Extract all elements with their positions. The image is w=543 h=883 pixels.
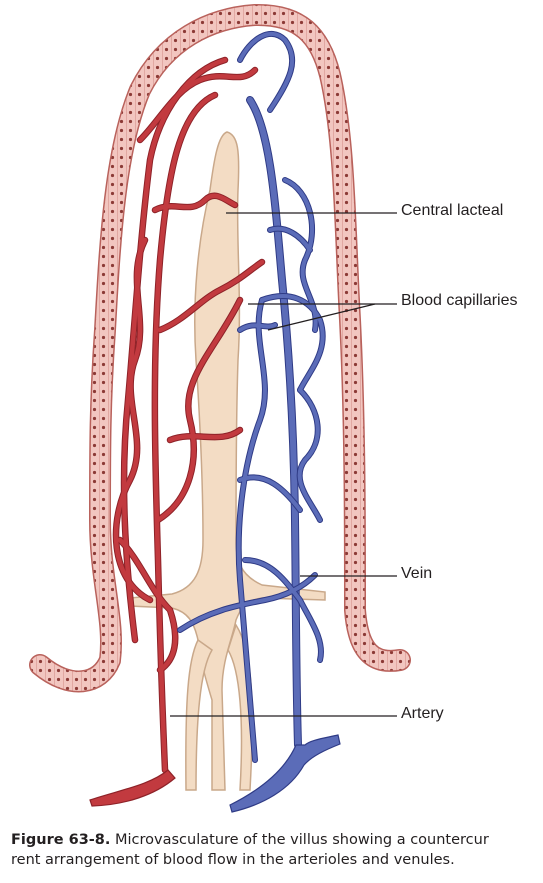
label-artery: Artery	[401, 705, 444, 722]
venous-network	[177, 31, 341, 813]
central-lacteal	[129, 131, 326, 791]
leader-lines	[170, 212, 397, 717]
caption-line-1: Microvasculature of the villus showing a…	[115, 832, 489, 848]
label-vein: Vein	[401, 565, 433, 582]
arterial-network	[89, 56, 266, 807]
villus-microvasculature-diagram	[29, 3, 411, 813]
caption-line-2: rent arrangement of blood flow in the ar…	[11, 852, 455, 868]
figure-number: Figure 63-8.	[11, 832, 111, 848]
label-central-lacteal: Central lacteal	[401, 202, 504, 219]
label-blood-capillaries: Blood capillaries	[401, 292, 518, 309]
leader-blood-capillaries-2	[267, 303, 376, 331]
figure-caption: Figure 63-8. Microvasculature of the vil…	[11, 830, 539, 870]
